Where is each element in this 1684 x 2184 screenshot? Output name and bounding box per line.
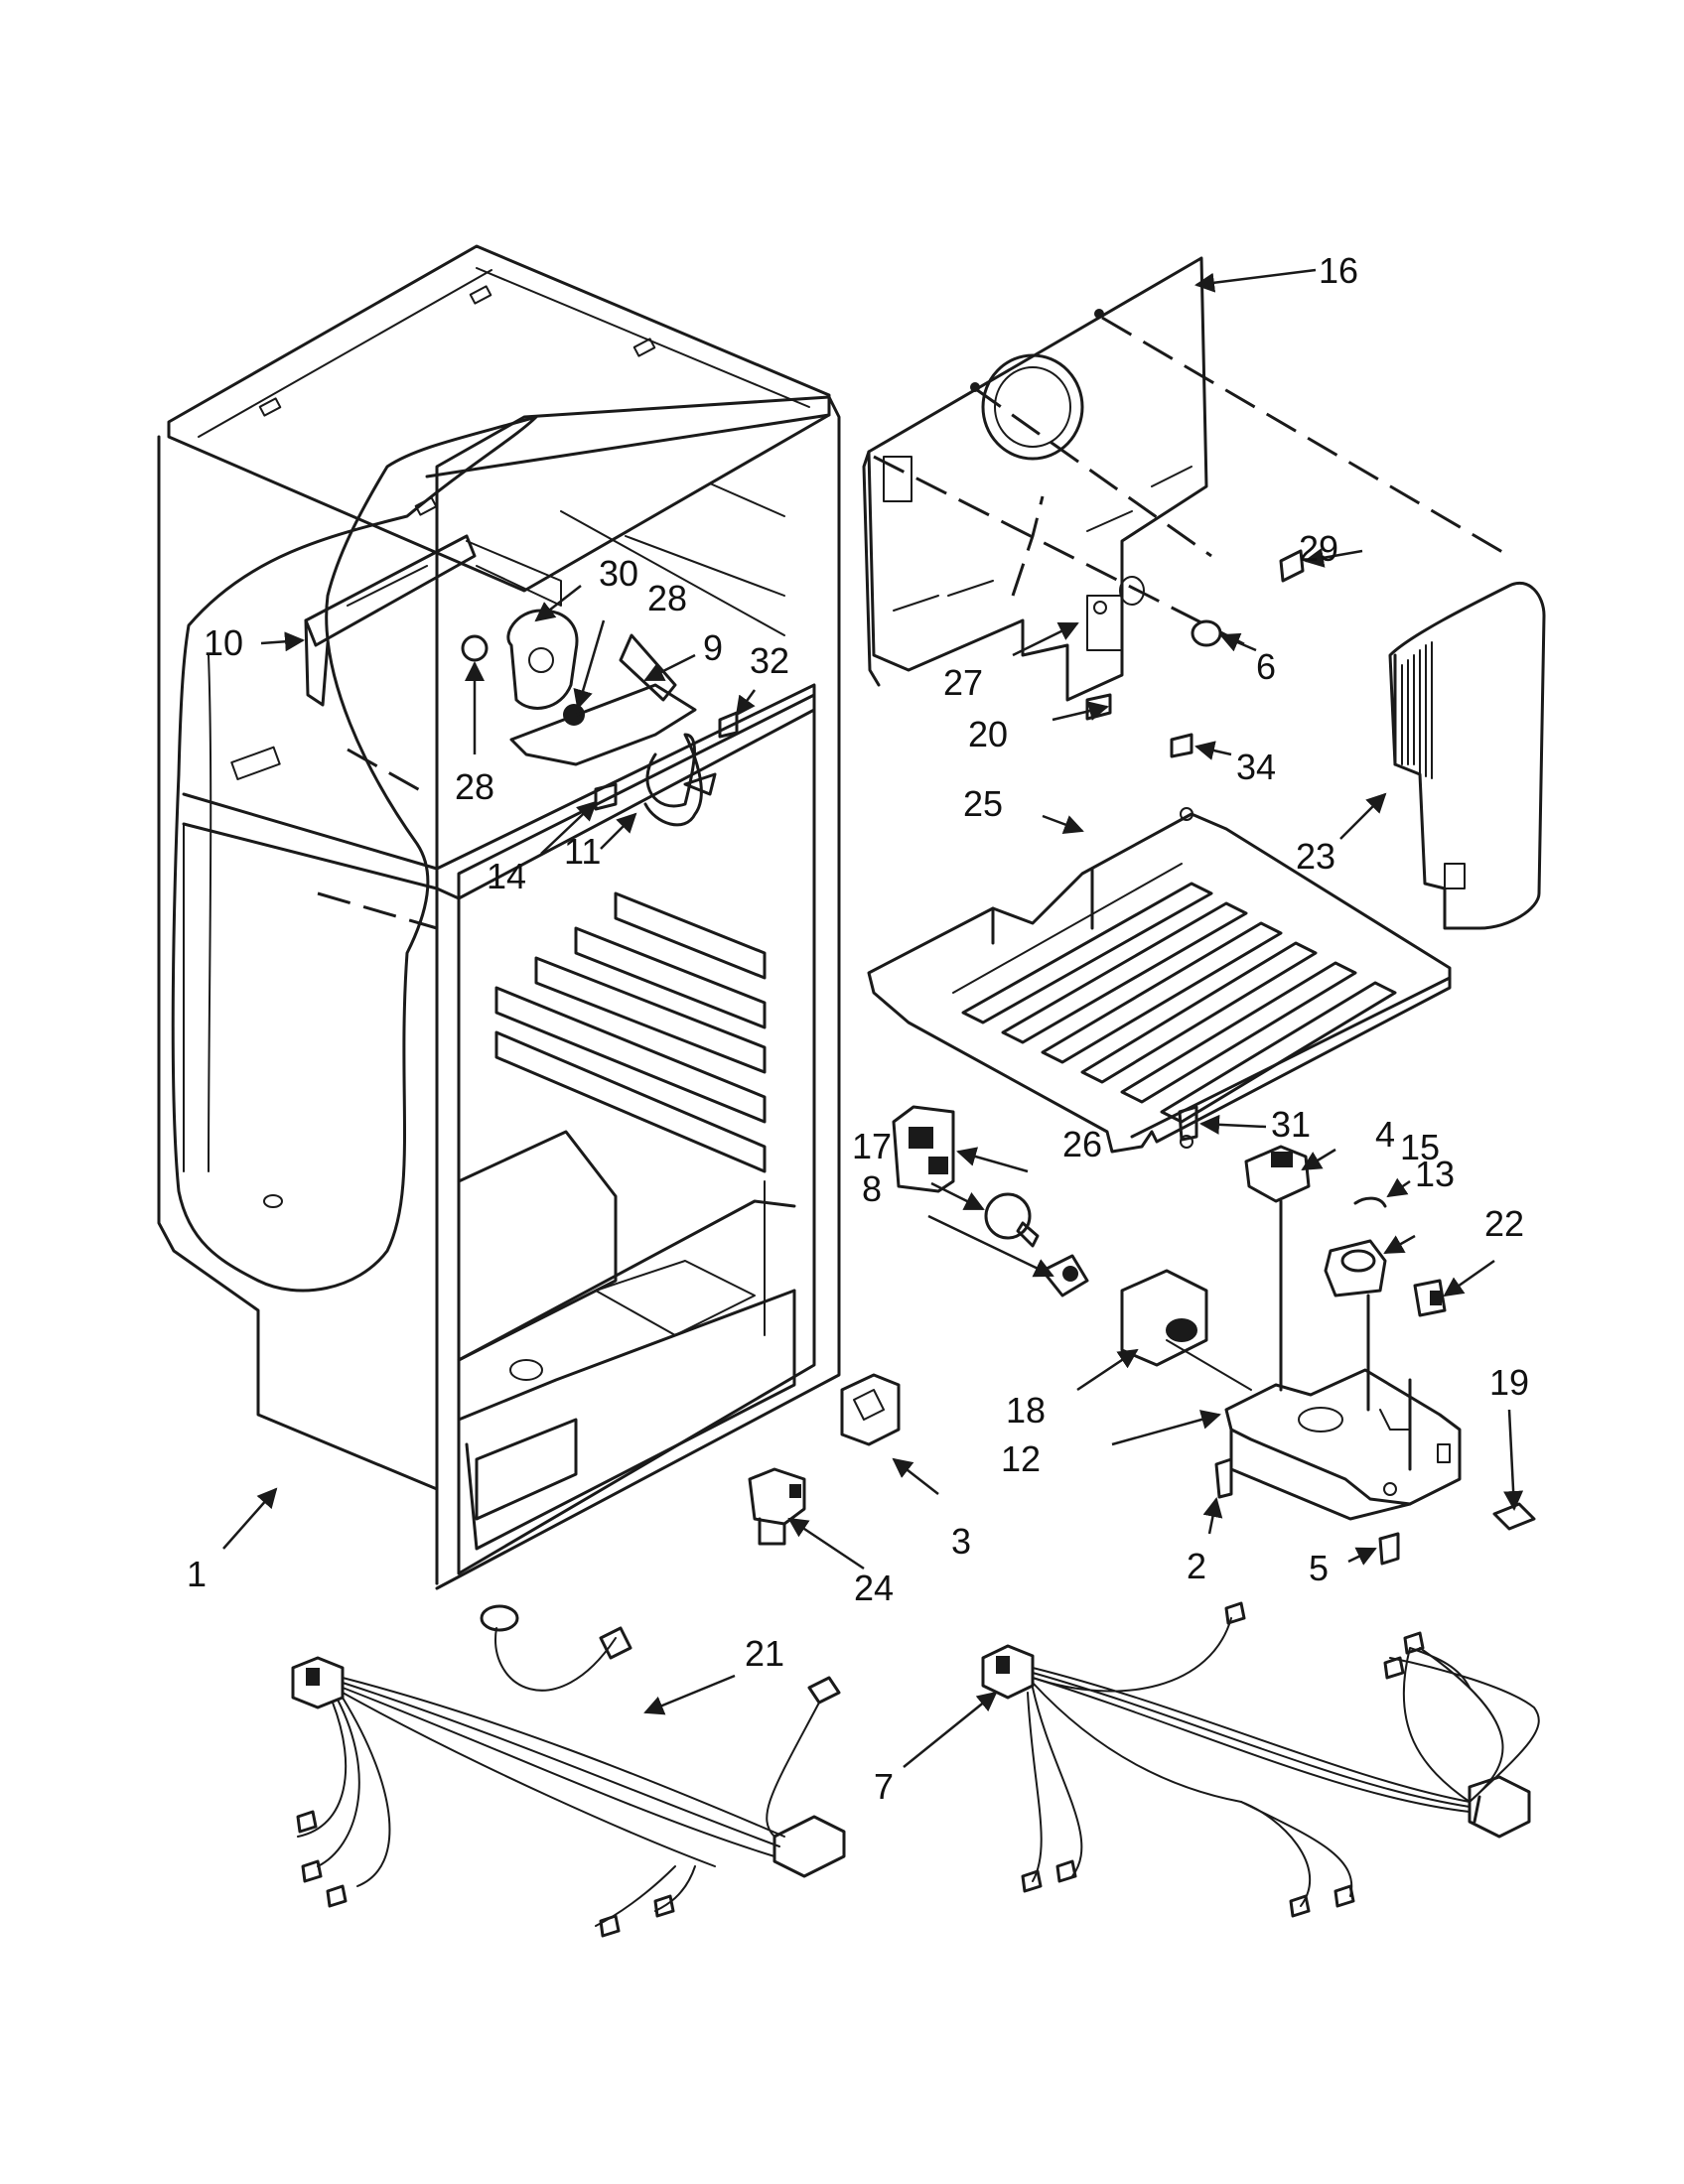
callout-leaders [222, 268, 1524, 1768]
defrost-connector [1244, 1145, 1311, 1392]
light-bulb [984, 1192, 1040, 1248]
callout-32: 32 [750, 640, 789, 681]
light-socket [1041, 1254, 1089, 1297]
callout-5: 5 [1309, 1548, 1329, 1588]
callout-21: 21 [745, 1633, 784, 1674]
defrost-thermostat [1324, 1239, 1387, 1412]
callout-15: 15 [1400, 1127, 1440, 1167]
callout-4: 4 [1375, 1114, 1395, 1155]
callout-7: 7 [874, 1766, 894, 1807]
callout-28-lower: 28 [455, 766, 494, 807]
screw-31 [1178, 1105, 1198, 1142]
callout-34: 34 [1236, 747, 1276, 787]
callout-22: 22 [1484, 1203, 1524, 1244]
callout-11: 11 [564, 831, 601, 872]
callout-24: 24 [854, 1568, 894, 1608]
callout-2: 2 [1187, 1546, 1206, 1586]
callout-31: 31 [1271, 1104, 1311, 1145]
callout-17: 17 [852, 1126, 892, 1166]
callout-9: 9 [703, 627, 723, 668]
screw-5 [1378, 1532, 1400, 1566]
screw-34 [1170, 733, 1193, 758]
callout-29: 29 [1299, 528, 1338, 569]
screw-29 [1279, 549, 1305, 583]
callout-14: 14 [487, 856, 526, 896]
grommet [1191, 619, 1222, 647]
connector-plug [1413, 1279, 1447, 1317]
callout-25: 25 [963, 783, 1003, 824]
callout-labels: 1 2 3 4 5 6 7 8 9 10 11 12 13 14 15 16 1… [187, 250, 1529, 1807]
wire-harness-left [291, 1604, 846, 1938]
callout-12: 12 [1001, 1438, 1041, 1479]
relay-24 [748, 1467, 806, 1546]
callout-16: 16 [1319, 250, 1358, 291]
callout-27: 27 [943, 662, 983, 703]
switch-3 [840, 1373, 901, 1446]
cabinet-liner [157, 244, 841, 1590]
callout-19: 19 [1489, 1362, 1529, 1403]
callout-20: 20 [968, 714, 1008, 754]
air-duct-cover [1388, 581, 1546, 930]
bushing [1353, 1196, 1387, 1208]
callout-1: 1 [187, 1554, 207, 1594]
light-housing [1166, 1339, 1462, 1521]
screw-2 [1214, 1457, 1233, 1499]
crisper-shelf-frame [867, 807, 1452, 1154]
callout-30: 30 [599, 553, 638, 594]
callout-10: 10 [204, 622, 243, 663]
callout-26: 26 [1062, 1124, 1102, 1164]
callout-6: 6 [1256, 646, 1276, 687]
wire-harness-right [981, 1601, 1540, 1918]
rear-panel [862, 256, 1510, 702]
callout-3: 3 [951, 1521, 971, 1562]
callout-13: 13 [1415, 1154, 1455, 1194]
callout-18: 18 [1006, 1390, 1046, 1431]
light-switch [892, 1105, 955, 1193]
callout-28-upper: 28 [647, 578, 687, 618]
callout-8: 8 [862, 1168, 882, 1209]
callout-23: 23 [1296, 836, 1335, 877]
